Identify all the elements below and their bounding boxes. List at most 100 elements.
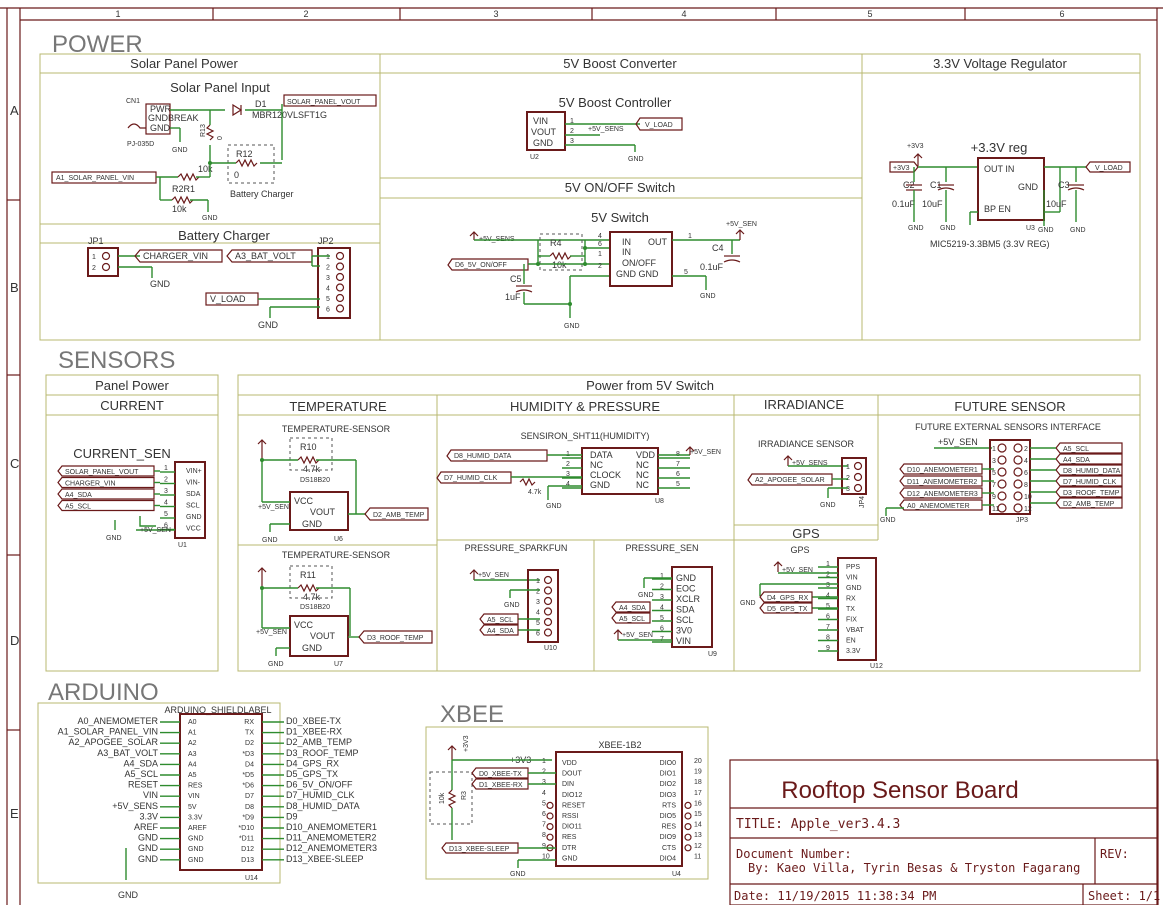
svg-text:D3_ROOF_TEMP: D3_ROOF_TEMP <box>367 635 424 642</box>
column-label: 6 <box>1059 9 1064 19</box>
svg-text:MIC5219-3.3BM5 (3.3V REG): MIC5219-3.3BM5 (3.3V REG) <box>930 239 1050 249</box>
svg-text:GND: GND <box>118 890 139 900</box>
pin-label: A3 <box>188 751 197 758</box>
pin-number: 13 <box>694 832 702 839</box>
svg-text:GND: GND <box>268 661 284 668</box>
pin-number: 3 <box>846 486 850 493</box>
svg-text:R10: R10 <box>300 442 317 452</box>
pin-number: 9 <box>826 645 830 652</box>
svg-text:5V Boost Controller: 5V Boost Controller <box>559 95 672 110</box>
net-label: D9 <box>286 811 298 821</box>
connector-pin <box>335 283 345 292</box>
pin-label: AREF <box>188 825 207 832</box>
connector-pin <box>997 443 1007 453</box>
pin-number: 5 <box>826 603 830 610</box>
svg-text:JP4: JP4 <box>859 496 866 508</box>
gps-title: GPS <box>792 526 820 541</box>
humidity-sensor: SENSIRON_SHT11(HUMIDITY) DATA1NC2CLOCK3G… <box>436 431 721 510</box>
pin-label: *D5 <box>242 772 254 779</box>
svg-text:GND: GND <box>302 643 323 653</box>
pin-number: 1 <box>826 561 830 568</box>
pin-label: GND <box>188 857 204 864</box>
pin-number: 10 <box>1024 494 1032 501</box>
pin-label: GND <box>846 585 862 592</box>
svg-text:PJ-035D: PJ-035D <box>127 141 154 148</box>
temperature-title: TEMPERATURE <box>289 399 387 414</box>
three-v-regulator: +3.3V reg +3V3 +3V3 C2 C1 0.1uF 10uF GND… <box>889 140 1131 249</box>
pin-label: SCL <box>186 503 200 510</box>
svg-text:D13_XBEE-SLEEP: D13_XBEE-SLEEP <box>449 846 510 853</box>
pin-label: DIN <box>562 781 574 788</box>
svg-text:1uF: 1uF <box>505 292 521 302</box>
pin-number: 4 <box>536 610 540 617</box>
svg-text:C4: C4 <box>712 243 724 253</box>
net-label: GND <box>138 854 159 864</box>
svg-text:D8_HUMID_DATA: D8_HUMID_DATA <box>454 453 512 460</box>
svg-text:+3.3V reg: +3.3V reg <box>971 140 1028 155</box>
net-label: D10_ANEMOMETER1 <box>907 467 978 474</box>
net-label: D0_XBEE-TX <box>286 716 341 726</box>
pin-label: SDA <box>676 605 695 615</box>
svg-text:GND: GND <box>628 156 644 163</box>
pin-number: 5 <box>992 470 996 477</box>
pin-number: 3 <box>566 471 570 478</box>
pin-number: 5 <box>676 481 680 488</box>
svg-text:D5_GPS_TX: D5_GPS_TX <box>767 606 808 613</box>
pin-number: 6 <box>164 523 168 530</box>
net-label: 3.3V <box>139 811 158 821</box>
authors: By: Kaeo Villa, Tyrin Besas & Tryston Fa… <box>748 861 1080 875</box>
pin-label: CLOCK <box>590 470 621 480</box>
svg-text:GND: GND <box>740 600 756 607</box>
connector-pin <box>335 262 345 271</box>
svg-text:R11: R11 <box>300 570 316 580</box>
pin-number: 4 <box>164 500 168 507</box>
svg-text:OUT: OUT <box>648 237 668 247</box>
boost-controller: 5V Boost Controller VIN VOUT GND U2 1 2 … <box>526 95 683 163</box>
svg-text:GND: GND <box>302 519 323 529</box>
svg-text:+5V_SEN: +5V_SEN <box>256 629 287 636</box>
pin-number: 7 <box>826 624 830 631</box>
svg-text:VOUT: VOUT <box>310 507 336 517</box>
connector-pin <box>335 304 345 313</box>
svg-text:GND GND: GND GND <box>616 269 659 279</box>
svg-text:4.7k: 4.7k <box>303 464 321 474</box>
current-title: CURRENT <box>100 398 164 413</box>
svg-text:DS18B20: DS18B20 <box>300 604 330 611</box>
pin-number: 20 <box>694 758 702 765</box>
svg-text:PRESSURE_SPARKFUN: PRESSURE_SPARKFUN <box>465 543 568 553</box>
pin-number: 7 <box>992 482 996 489</box>
connector-pin <box>543 596 553 606</box>
svg-text:A4_SDA: A4_SDA <box>619 605 646 612</box>
pin-label: A2 <box>188 740 197 747</box>
pin-label: *D11 <box>239 836 254 843</box>
pin-label: RES <box>562 834 577 841</box>
svg-text:R12: R12 <box>236 149 253 159</box>
pin-label: RES <box>662 824 677 831</box>
pin-number: 4 <box>660 605 664 612</box>
date-field: Date: 11/19/2015 11:38:34 PM <box>734 889 936 903</box>
pin-number: 2 <box>566 461 570 468</box>
pin-label: VIN <box>846 575 858 582</box>
connector-pin <box>546 822 554 831</box>
svg-text:VCC: VCC <box>294 496 314 506</box>
connector-pin <box>335 251 345 261</box>
svg-text:+5V_SEN: +5V_SEN <box>622 632 653 639</box>
board-name: Rooftop Sensor Board <box>781 777 1018 804</box>
xbee-module: XBEE-1B2 VDD1DOUT2DIN3DIO124RESET5RSSI6D… <box>429 735 702 878</box>
svg-text:V_LOAD: V_LOAD <box>210 294 246 304</box>
svg-text:PWR: PWR <box>150 104 171 114</box>
row-label: D <box>10 633 19 648</box>
xbee-heading: XBEE <box>440 701 504 728</box>
connector-pin <box>335 293 345 303</box>
svg-text:D7_HUMID_CLK: D7_HUMID_CLK <box>444 475 498 482</box>
svg-text:A3_BAT_VOLT: A3_BAT_VOLT <box>235 251 296 261</box>
svg-text:C5: C5 <box>510 274 522 284</box>
pin-label: SDA <box>186 491 201 498</box>
pin-label: A4 <box>188 761 197 768</box>
svg-text:U10: U10 <box>544 645 557 652</box>
svg-text:V_LOAD: V_LOAD <box>1095 165 1123 172</box>
connector-pin <box>546 801 554 810</box>
svg-text:GND: GND <box>908 225 924 232</box>
pin-label: D2 <box>245 740 254 747</box>
